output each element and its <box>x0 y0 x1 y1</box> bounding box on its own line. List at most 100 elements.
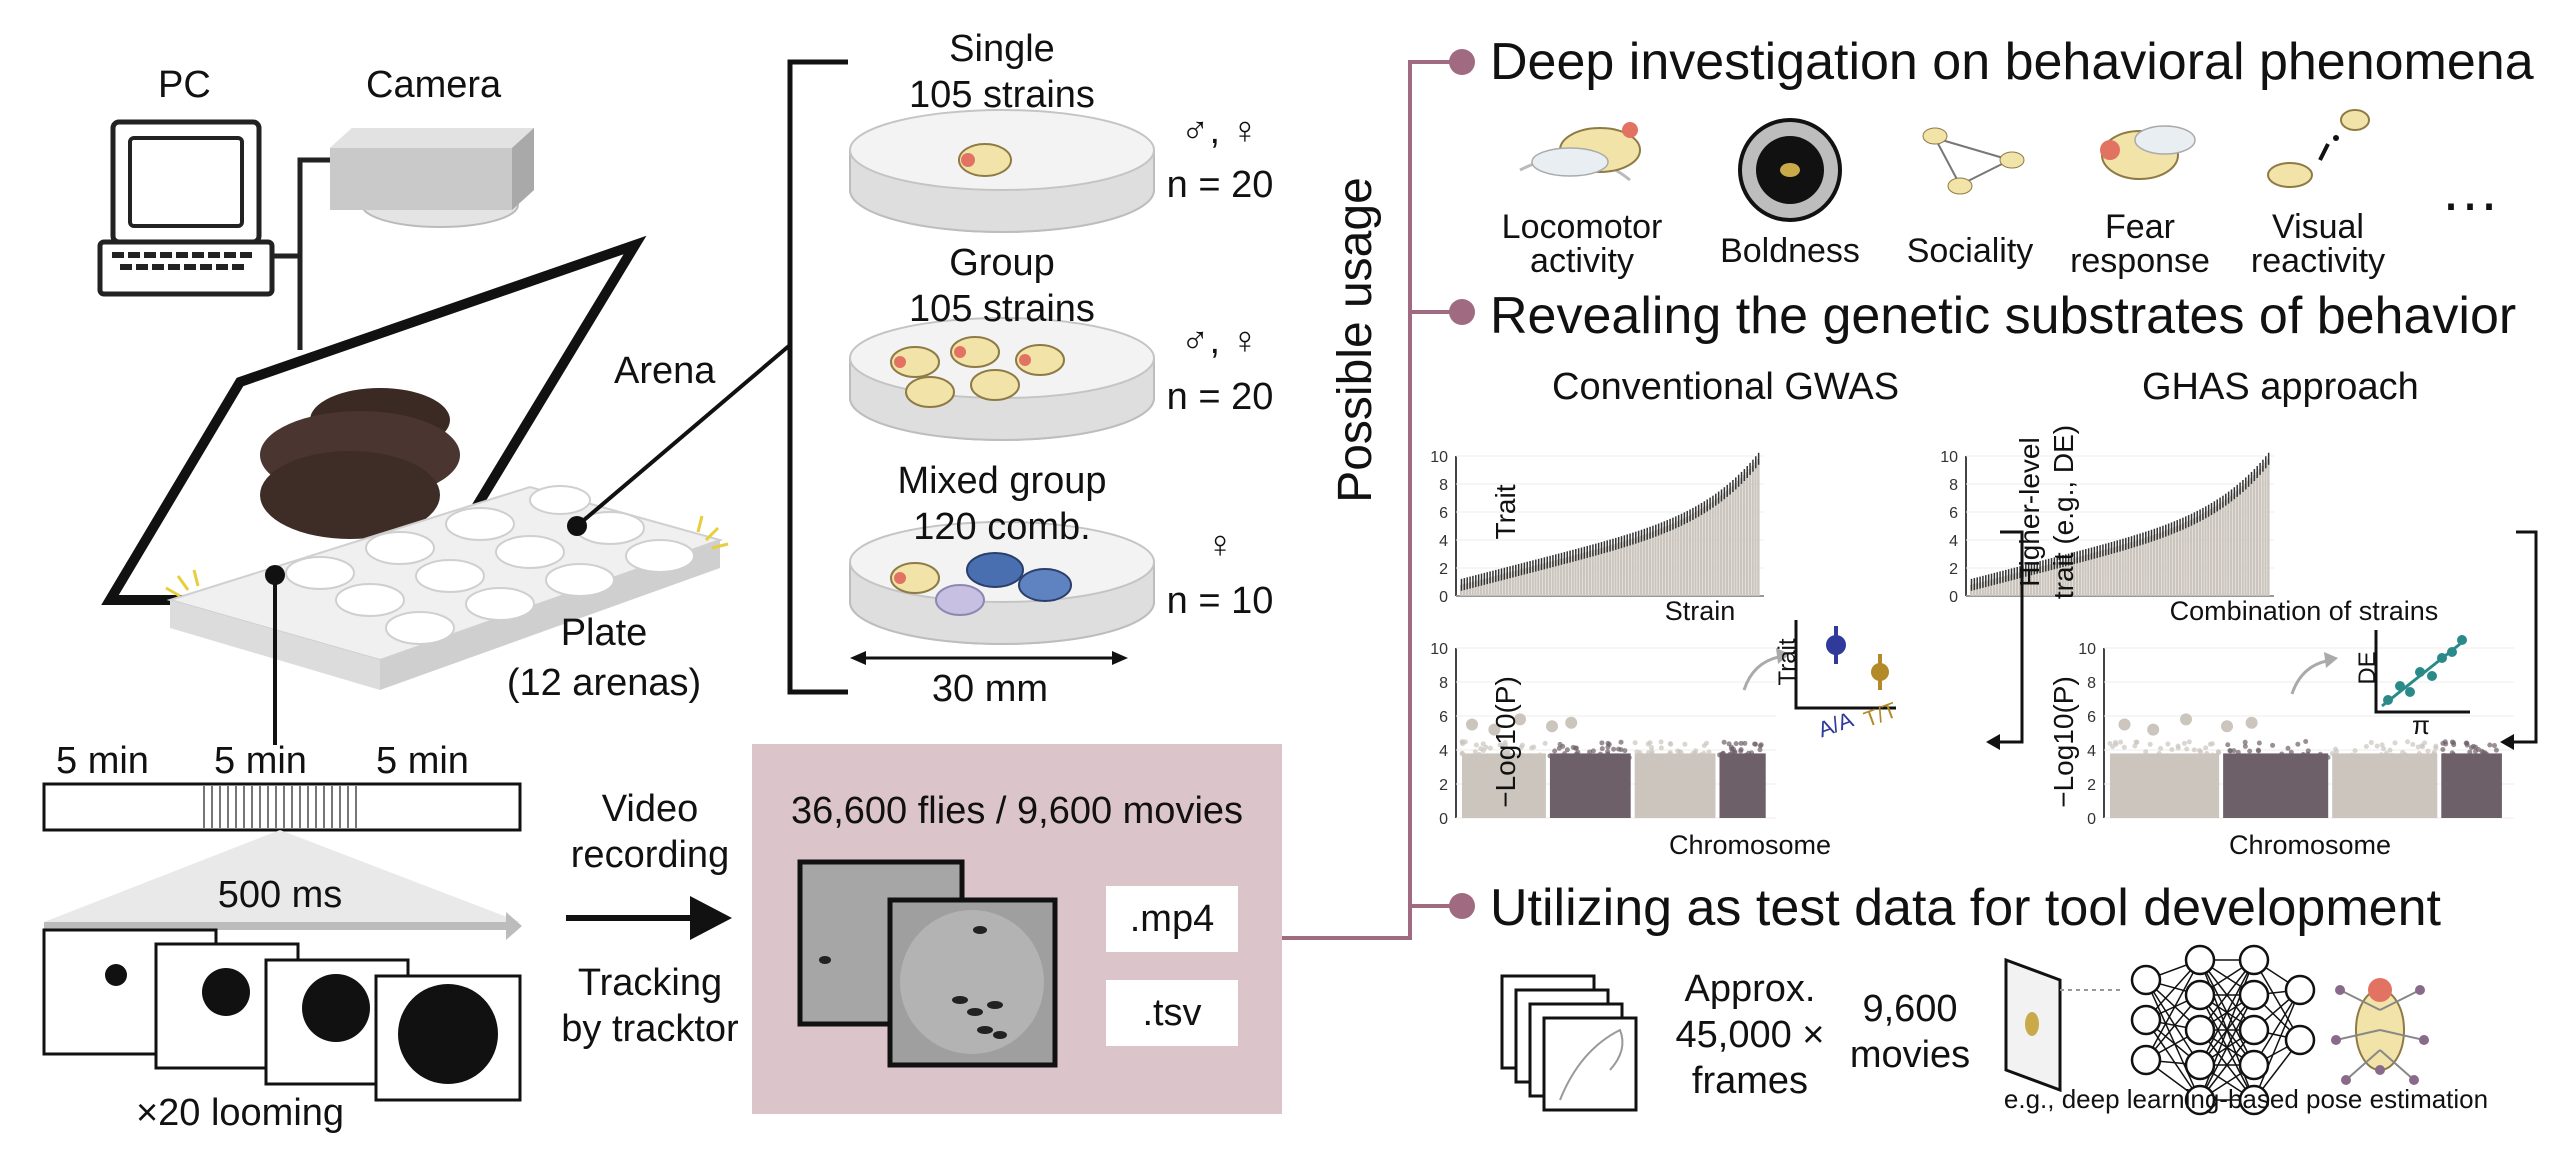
bar <box>2236 491 2238 596</box>
snp-point <box>1552 749 1557 754</box>
single-n: n = 20 <box>1150 166 1290 204</box>
snp-point <box>2410 742 2415 747</box>
nn-node <box>2186 1016 2214 1044</box>
ghas-ylabel-1: Higher-level <box>2016 437 2044 586</box>
snp-point <box>2289 756 2294 761</box>
snp-point <box>1638 753 1643 758</box>
snp-point <box>1704 741 1709 746</box>
image-plane-icon <box>2006 960 2120 1090</box>
bar <box>1720 495 1722 596</box>
pose-caption: e.g., deep learning-based pose estimatio… <box>1966 1086 2526 1112</box>
snp-point <box>2492 743 2497 748</box>
snp-point <box>2403 752 2408 757</box>
locomotor-icon <box>1520 122 1640 180</box>
snp-point <box>1727 741 1732 746</box>
bar <box>2141 539 2143 596</box>
bar <box>1646 534 1648 596</box>
manh-tick-label: 2 <box>1439 777 1448 794</box>
bar <box>1740 478 1742 596</box>
bar <box>2267 459 2269 596</box>
ghas-manh-ylabel: −Log10(P) <box>2050 676 2078 808</box>
snp-point <box>1627 755 1632 760</box>
bar <box>1666 526 1668 596</box>
bar <box>1717 498 1719 596</box>
tracking-label-1: Tracking <box>540 964 760 1002</box>
snp-point <box>2301 752 2306 757</box>
snp-point <box>2305 752 2310 757</box>
bar-tick-label: 4 <box>1439 533 1448 550</box>
bar-tick-label: 10 <box>1430 449 1448 466</box>
snp-point <box>2451 752 2456 757</box>
bar <box>2241 486 2243 596</box>
snp-point <box>2450 740 2455 745</box>
bar <box>2124 544 2126 596</box>
bar <box>2207 511 2209 596</box>
ghas-bracket-arrow <box>2510 532 2536 742</box>
snp-point <box>2113 740 2118 745</box>
snp-point <box>1759 742 1764 747</box>
fear-label-2: response <box>2040 244 2240 278</box>
bar <box>2230 495 2232 596</box>
gwas-manh-ylabel: −Log10(P) <box>1492 676 1520 808</box>
snp-point <box>2226 758 2231 763</box>
ghas-chromosome-xlabel: Chromosome <box>2160 832 2460 859</box>
snp-point <box>1733 758 1738 763</box>
chromosome-block <box>2332 753 2437 818</box>
snp-point <box>1703 757 1708 762</box>
snp-point <box>2369 740 2374 745</box>
mixed-sex: ♀ <box>1150 526 1290 564</box>
snp-point <box>2474 757 2479 762</box>
snp-point <box>1460 739 1465 744</box>
snp-point <box>2353 748 2358 753</box>
bar <box>2147 537 2149 596</box>
bar <box>2187 521 2189 596</box>
bar <box>1689 515 1691 596</box>
snp-point <box>2310 754 2315 759</box>
pose-fly-icon <box>2331 978 2429 1085</box>
bar <box>2130 542 2132 596</box>
snp-point <box>1668 750 1673 755</box>
snp-point <box>1619 740 1624 745</box>
snp-point <box>2227 748 2232 753</box>
snp-point <box>1616 747 1621 752</box>
snp-point <box>1538 753 1543 758</box>
snp-point <box>2393 740 2398 745</box>
movies-label-1: 9,600 <box>1830 990 1990 1028</box>
bar <box>1623 541 1625 596</box>
bar <box>1737 481 1739 596</box>
snp-point <box>2483 755 2488 760</box>
dish-size-label: 30 mm <box>880 670 1100 708</box>
snp-point <box>1734 741 1739 746</box>
bar <box>2239 488 2241 596</box>
gwas-strain-xlabel: Strain <box>1600 598 1800 625</box>
snp-point <box>2250 759 2255 764</box>
bar <box>2113 547 2115 596</box>
snp-point <box>2203 745 2208 750</box>
snp-point <box>1749 755 1754 760</box>
bar <box>2101 550 2103 596</box>
snp-point <box>2122 745 2127 750</box>
snp-point <box>1593 755 1598 760</box>
bar <box>1634 538 1636 596</box>
manh-tick-label: 6 <box>2087 709 2096 726</box>
bar <box>2170 528 2172 596</box>
bar <box>1597 549 1599 596</box>
bar <box>2090 553 2092 596</box>
snp-point <box>1564 759 1569 764</box>
bar <box>2164 531 2166 596</box>
snp-point <box>2420 757 2425 762</box>
snp-peak <box>1466 719 1478 731</box>
snp-point <box>2242 756 2247 761</box>
locomotor-label-2: activity <box>1482 244 1682 278</box>
snp-point <box>1649 745 1654 750</box>
bar <box>1586 552 1588 596</box>
snp-point <box>1671 758 1676 763</box>
bar-tick-label: 6 <box>1949 505 1958 522</box>
snp-peak <box>2221 720 2233 732</box>
frame-stack-icon <box>1502 976 1636 1110</box>
bar <box>2110 548 2112 596</box>
snp-point <box>2323 759 2328 764</box>
bar <box>1734 483 1736 596</box>
snp-point <box>2208 742 2213 747</box>
